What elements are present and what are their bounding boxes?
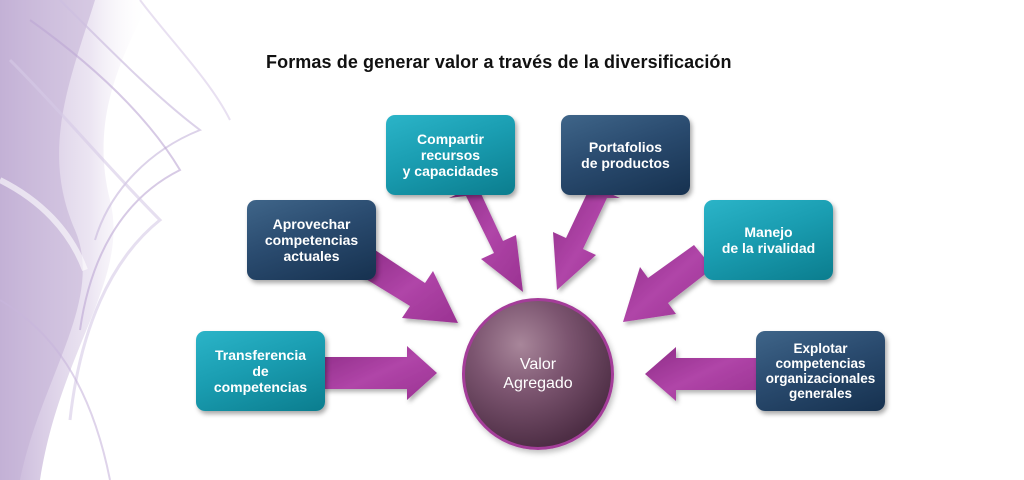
- arrow-manejo: [623, 245, 708, 322]
- node-aprovechar-competencias: Aprovechar competencias actuales: [247, 200, 376, 280]
- node-transferencia-competencias: Transferencia de competencias: [196, 331, 325, 411]
- node-explotar-competencias: Explotar competencias organizacionales g…: [756, 331, 885, 411]
- arrow-aprovechar: [361, 250, 458, 323]
- arrow-portafolios: [553, 185, 620, 290]
- decorative-waves: [0, 0, 231, 480]
- node-compartir-recursos: Compartir recursos y capacidades: [386, 115, 515, 195]
- node-portafolios-productos: Portafolios de productos: [561, 115, 690, 195]
- arrow-transferencia: [322, 346, 437, 400]
- center-valor-agregado: Valor Agregado: [462, 298, 614, 450]
- arrows: [322, 185, 757, 401]
- arrow-compartir: [449, 185, 523, 292]
- arrow-explotar: [645, 347, 757, 401]
- page-title: Formas de generar valor a través de la d…: [266, 52, 732, 72]
- node-manejo-rivalidad: Manejo de la rivalidad: [704, 200, 833, 280]
